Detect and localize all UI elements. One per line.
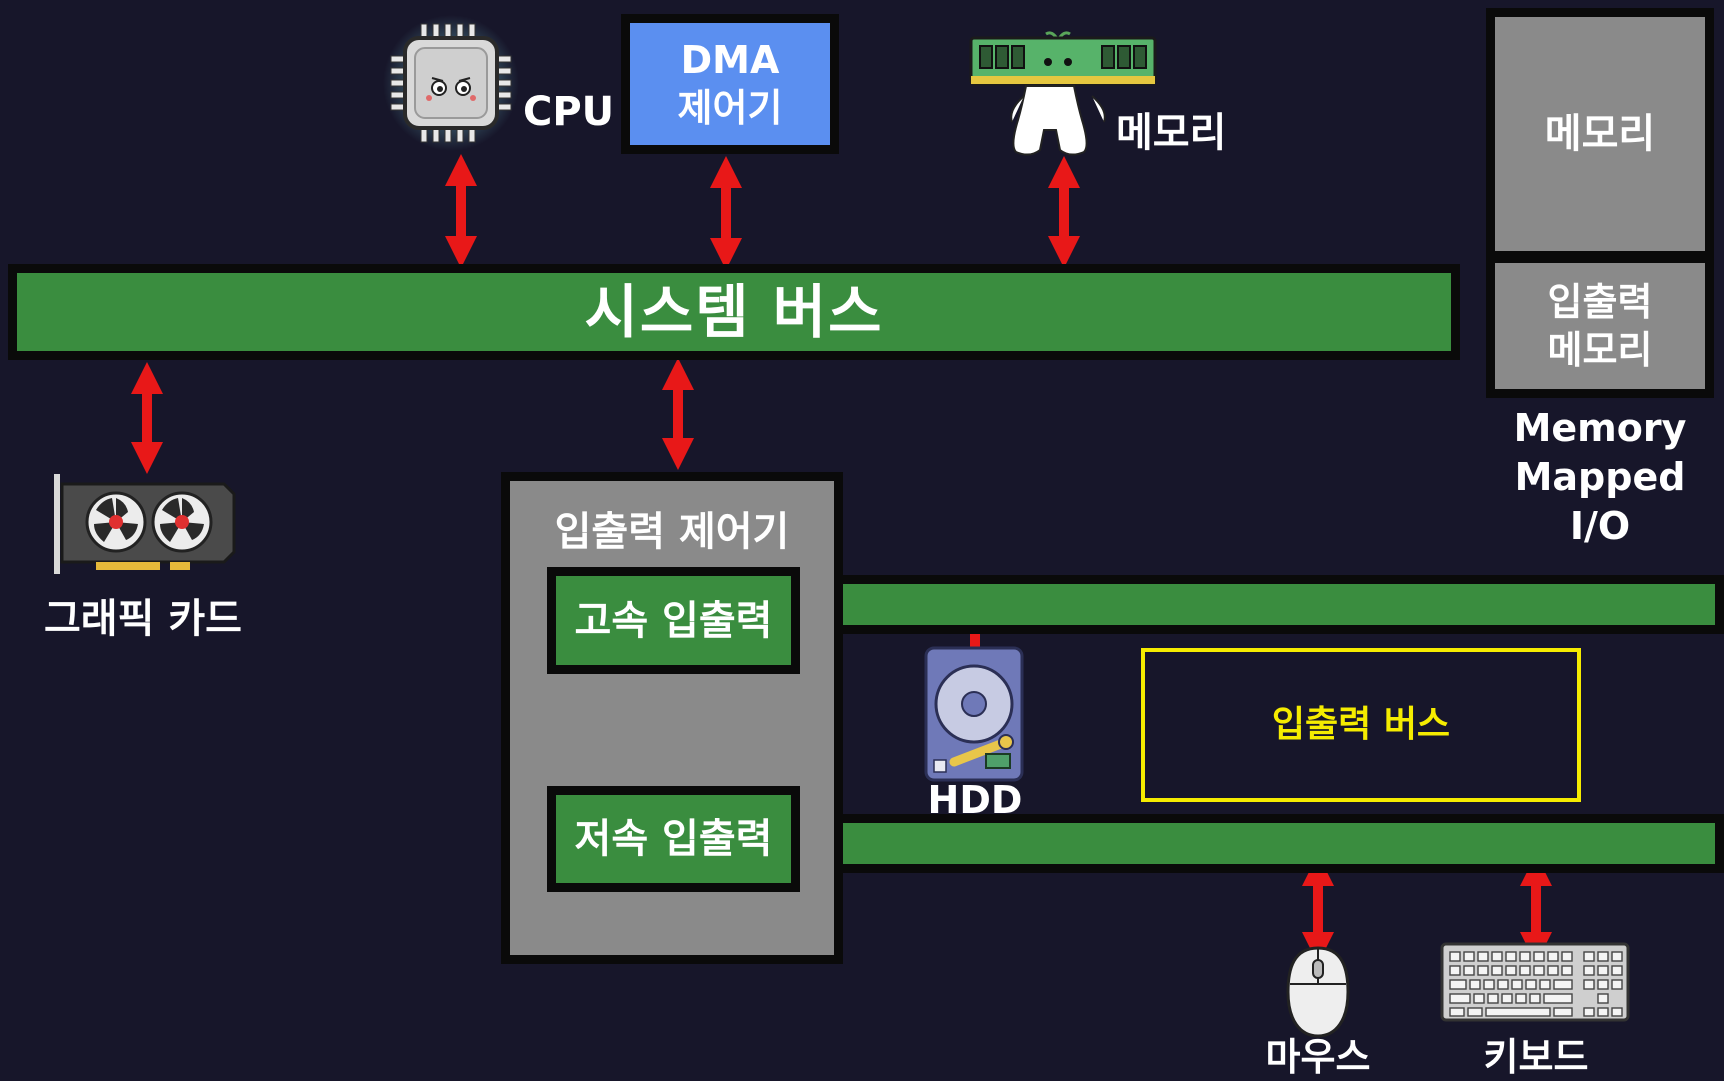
- mm-io-memory-label: 입출력 메모리: [1547, 280, 1653, 372]
- high-speed-io-bus: [834, 575, 1724, 634]
- low-speed-io-bus: [834, 814, 1724, 873]
- graphics-card-icon: [52, 472, 238, 576]
- low-speed-io-box: 저속 입출력: [547, 786, 800, 892]
- cpu-icon: [383, 15, 520, 151]
- hdd-label: HDD: [927, 778, 1023, 822]
- mm-io-caption: Memory Mapped I/O: [1513, 405, 1687, 548]
- memory-label: 메모리: [1116, 110, 1227, 156]
- hdd-icon: [924, 646, 1024, 782]
- high-speed-io-label: 고속 입출력: [574, 597, 773, 644]
- mouse-label: 마우스: [1265, 1034, 1371, 1079]
- system-bus: 시스템 버스: [8, 264, 1460, 360]
- io-controller-label: 입출력 제어기: [554, 509, 790, 555]
- system-bus-label: 시스템 버스: [584, 278, 884, 346]
- high-speed-io-box: 고속 입출력: [547, 567, 800, 674]
- mouse-icon: [1284, 944, 1352, 1040]
- io-bus-label: 입출력 버스: [1271, 704, 1451, 745]
- mm-memory-box: 메모리: [1486, 8, 1714, 260]
- keyboard-icon: [1440, 942, 1630, 1022]
- io-bus-label-box: 입출력 버스: [1141, 648, 1581, 802]
- cpu-label: CPU: [523, 89, 615, 135]
- mm-memory-label: 메모리: [1544, 111, 1656, 157]
- dma-controller-box: DMA 제어기: [621, 14, 839, 154]
- memory-icon: [968, 26, 1158, 162]
- dma-controller-label: DMA 제어기: [677, 38, 783, 130]
- mm-io-memory-box: 입출력 메모리: [1486, 254, 1714, 398]
- graphics-card-label: 그래픽 카드: [44, 596, 242, 642]
- keyboard-label: 키보드: [1483, 1034, 1589, 1079]
- low-speed-io-label: 저속 입출력: [574, 816, 773, 862]
